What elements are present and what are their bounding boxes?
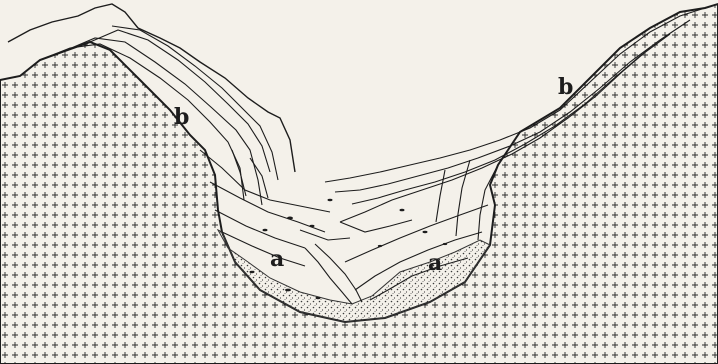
label-b-right: b <box>558 74 573 100</box>
label-a-left: a <box>270 246 284 272</box>
label-a-right: a <box>428 250 442 276</box>
label-b-left: b <box>174 104 189 130</box>
